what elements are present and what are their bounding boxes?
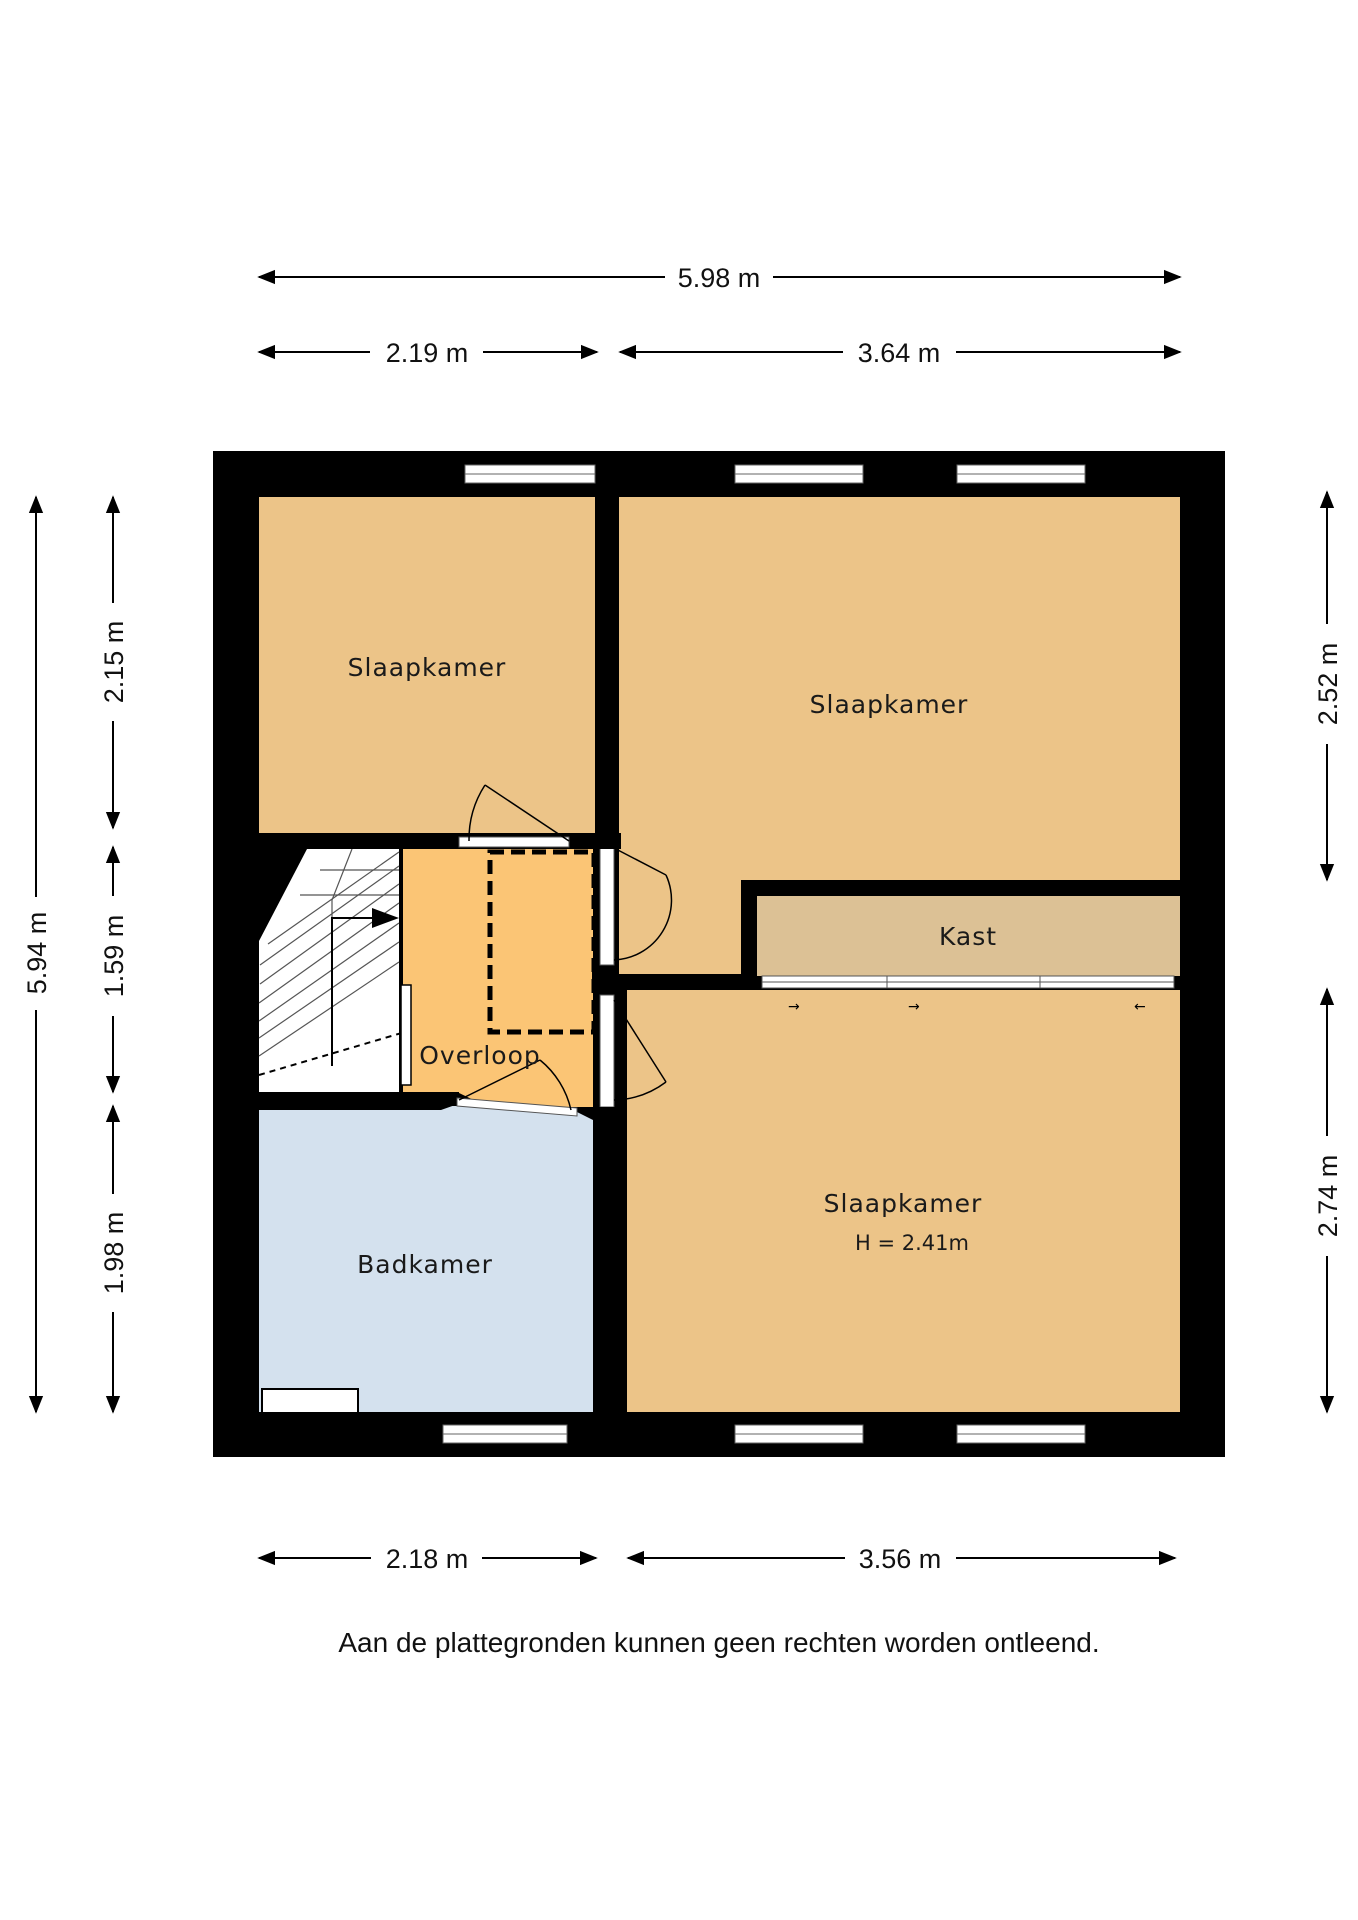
dimension-left-middle: 1.59 m — [99, 845, 129, 1094]
room-bedroom-top-right — [619, 497, 1180, 974]
dimension-label: 2.19 m — [386, 338, 469, 368]
interior-wall — [259, 833, 457, 849]
dimension-left-bottom: 1.98 m — [99, 1104, 129, 1414]
room-label: Kast — [939, 922, 997, 951]
dimension-label: 1.98 m — [99, 1212, 129, 1295]
bathtub — [261, 1388, 359, 1414]
dimension-top-total: 5.98 m — [257, 263, 1182, 293]
interior-wall — [741, 880, 1180, 896]
door-swings — [458, 784, 673, 1111]
ceiling-height-label: H = 2.41m — [855, 1231, 969, 1255]
attic-hatch — [487, 849, 597, 1035]
room-label: Overloop — [419, 1041, 541, 1070]
dimension-label: 5.94 m — [22, 912, 52, 995]
interior-wall — [259, 1092, 459, 1106]
dimension-label: 3.56 m — [859, 1544, 942, 1574]
dimension-label: 2.52 m — [1313, 643, 1343, 726]
door-frame — [456, 1097, 578, 1117]
dimension-label: 2.15 m — [99, 621, 129, 704]
slide-arrow-icon: → — [908, 999, 920, 1015]
dimension-bottom-right: 3.56 m — [626, 1544, 1177, 1574]
dimension-label: 2.18 m — [386, 1544, 469, 1574]
dimension-left-top: 2.15 m — [99, 495, 129, 830]
room-landing — [403, 849, 593, 1107]
room-bedroom-top-left — [259, 497, 595, 833]
dimension-right-bottom: 2.74 m — [1313, 987, 1343, 1414]
interior-wall — [741, 880, 757, 990]
room-label: Slaapkamer — [348, 653, 507, 682]
door-frame — [458, 836, 570, 848]
slide-arrow-icon: ← — [1134, 999, 1146, 1015]
windows — [442, 464, 1086, 1444]
stair-direction-arrow — [258, 908, 406, 1076]
dimension-left-total: 5.94 m — [22, 495, 52, 1414]
dimension-top-left: 2.19 m — [257, 338, 599, 368]
stair-handrail — [400, 984, 412, 1086]
dimension-label: 5.98 m — [678, 263, 761, 293]
dimension-right-top: 2.52 m — [1313, 490, 1343, 882]
door-frame — [599, 994, 615, 1108]
room-bathroom — [259, 1104, 593, 1412]
slide-arrow-icon: → — [788, 999, 800, 1015]
room-closet — [757, 896, 1180, 976]
stair-treads — [258, 848, 400, 1066]
interior-wall — [593, 1107, 627, 1412]
dimension-top-right: 3.64 m — [618, 338, 1182, 368]
room-label: Slaapkamer — [810, 690, 969, 719]
room-bedroom-bottom-right — [627, 990, 1180, 1412]
room-label: Slaapkamer — [824, 1189, 983, 1218]
dimension-label: 2.74 m — [1313, 1155, 1343, 1238]
dimension-label: 1.59 m — [99, 915, 129, 998]
disclaimer: Aan de plattegronden kunnen geen rechten… — [338, 1627, 1099, 1658]
door-frame — [599, 842, 615, 966]
wall-post — [592, 968, 618, 984]
interior-wall — [619, 974, 757, 990]
dimension-label: 3.64 m — [858, 338, 941, 368]
room-label: Badkamer — [357, 1250, 493, 1279]
dimension-bottom-left: 2.18 m — [257, 1544, 598, 1574]
